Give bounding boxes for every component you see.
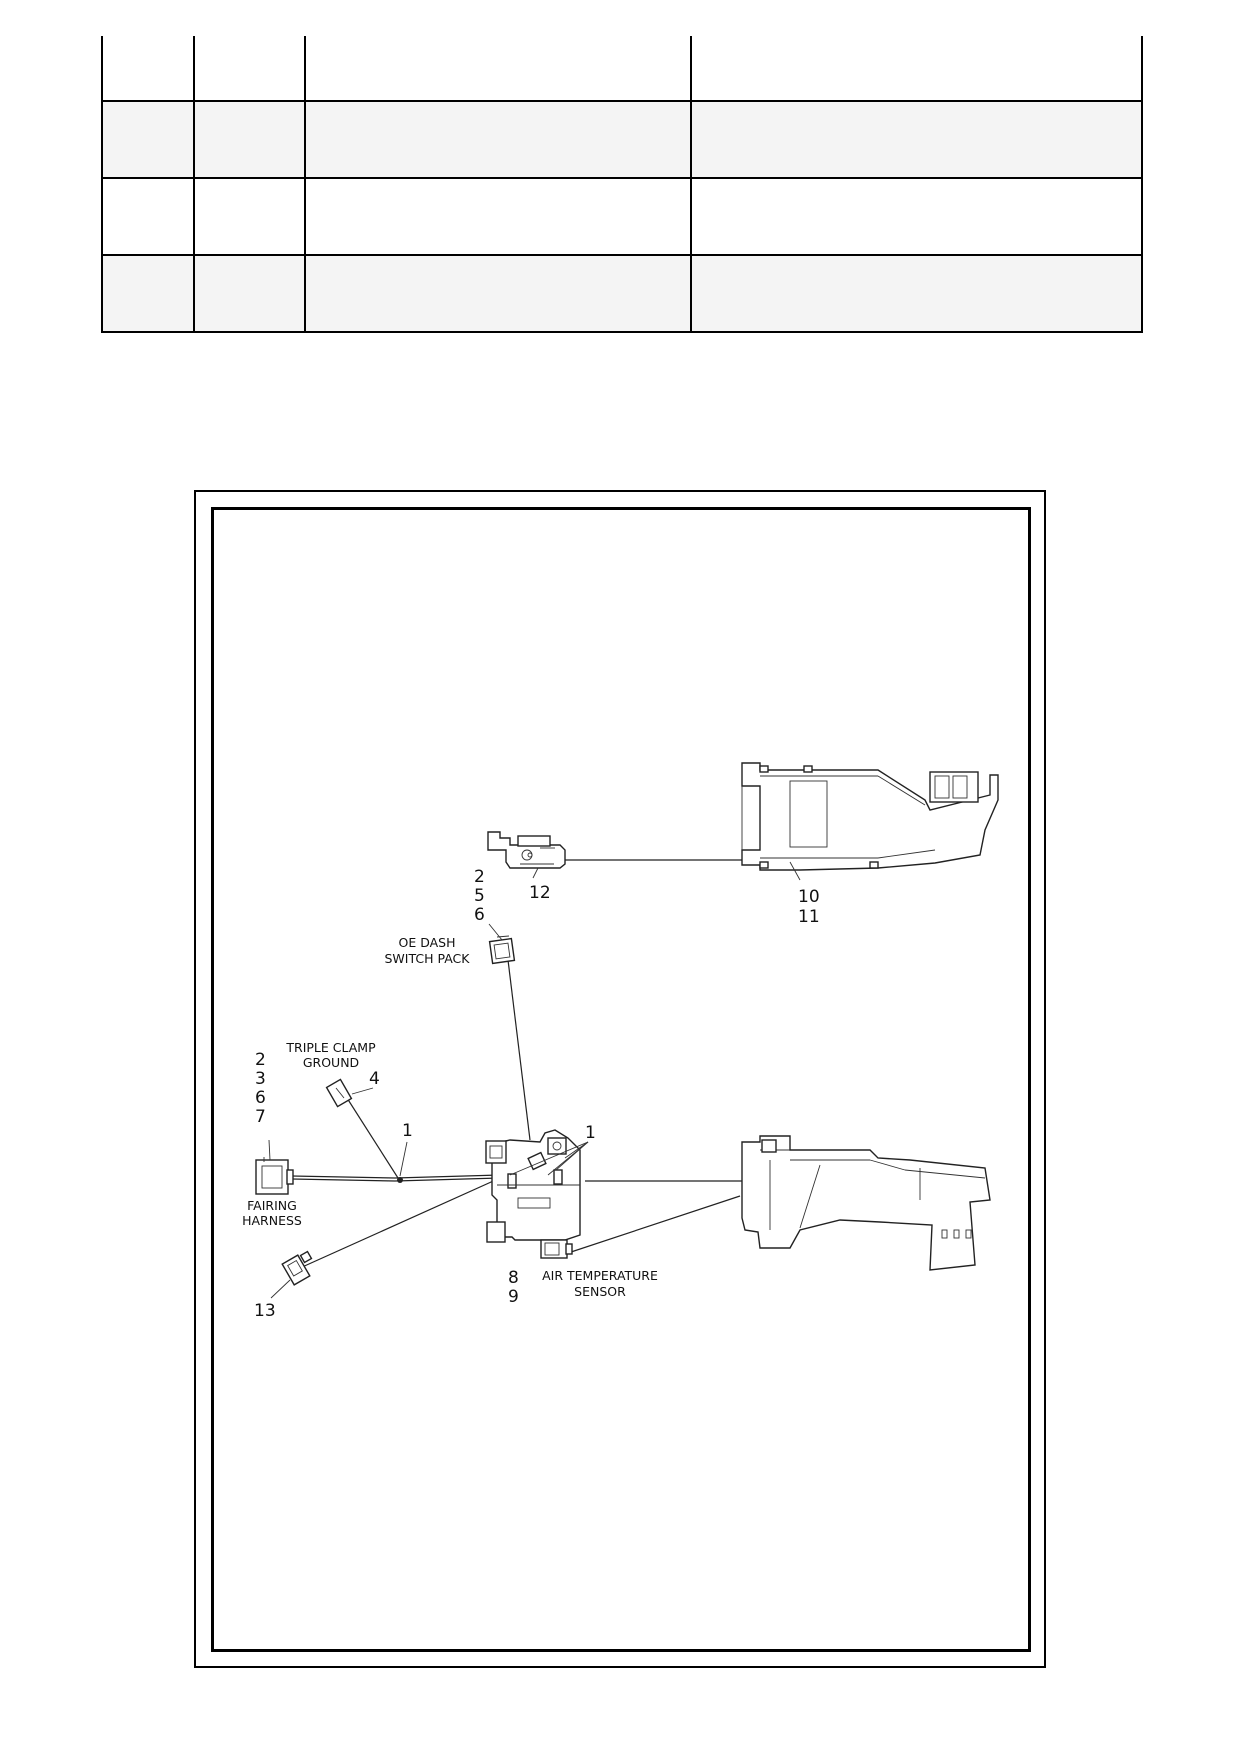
air-temp-sensor-connector: [540, 1239, 573, 1259]
table-cell: [690, 36, 1143, 102]
callout-5: 5: [474, 886, 485, 906]
oe-dash-label: OE DASH: [398, 935, 455, 950]
sensor-label: SENSOR: [574, 1284, 626, 1299]
diagram-frame: [194, 490, 1046, 1668]
table-cell: [690, 255, 1143, 333]
callout-1: 1: [402, 1121, 413, 1141]
callout-7: 7: [255, 1107, 266, 1127]
callout-2: 2: [255, 1050, 266, 1070]
table-cell: [690, 178, 1143, 256]
table-cell: [193, 36, 306, 102]
fairing-harness-connector: [255, 1157, 294, 1195]
lower-bracket-part: [741, 1135, 991, 1271]
callout-8: 8: [508, 1268, 519, 1288]
table-row: [101, 101, 1143, 179]
wires: [291, 859, 742, 1269]
oe-dash-connector: [488, 935, 516, 965]
triple-clamp-label: TRIPLE CLAMP: [285, 1040, 376, 1055]
leader-lines: [268, 861, 801, 1299]
callout-2: 2: [474, 867, 485, 887]
switch-pack-part: [487, 831, 566, 869]
harness-label: HARNESS: [242, 1213, 302, 1228]
table-cell: [304, 101, 692, 179]
table-cell: [101, 255, 195, 333]
connector-13: [281, 1250, 313, 1286]
switch-pack-label: SWITCH PACK: [385, 951, 471, 966]
table-cell: [304, 255, 692, 333]
table-cell: [193, 178, 306, 256]
table-cell: [304, 36, 692, 102]
callout-13: 13: [254, 1301, 276, 1321]
table-cell: [193, 255, 306, 333]
callout-10: 10: [798, 887, 820, 907]
callout-4: 4: [369, 1069, 380, 1089]
air-temperature-label: AIR TEMPERATURE: [542, 1268, 658, 1283]
diagram-inner-frame: [211, 507, 1031, 1652]
callout-1: 1: [585, 1123, 596, 1143]
callout-11: 11: [798, 907, 820, 927]
table-row: [101, 36, 1143, 102]
callout-3: 3: [255, 1069, 266, 1089]
table-cell: [304, 178, 692, 256]
central-module-part: [485, 1129, 581, 1243]
callout-6: 6: [474, 905, 485, 925]
fairing-label: FAIRING: [247, 1198, 297, 1213]
triple-clamp-ground-connector: [325, 1078, 353, 1108]
table-row: [101, 178, 1143, 256]
table-cell: [193, 101, 306, 179]
table-cell: [690, 101, 1143, 179]
table-cell: [101, 36, 195, 102]
table-row: [101, 255, 1143, 333]
ground-splice: [397, 1177, 403, 1183]
table-cell: [101, 178, 195, 256]
callout-6: 6: [255, 1088, 266, 1108]
ground-label: GROUND: [303, 1055, 359, 1070]
table-cell: [101, 101, 195, 179]
callout-9: 9: [508, 1287, 519, 1307]
upper-bracket-part: [741, 762, 999, 871]
parts-table: [101, 36, 1143, 333]
callout-12: 12: [529, 883, 551, 903]
